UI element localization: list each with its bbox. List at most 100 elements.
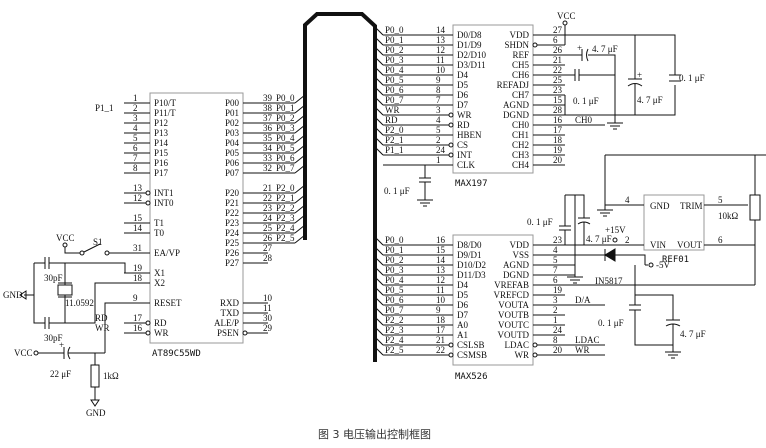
adc-net-label: CH0: [575, 115, 593, 125]
dac-pin-label: WR: [515, 350, 530, 360]
dac-bus-entry: [374, 276, 384, 286]
reset-cap-label: 22 μF: [50, 369, 71, 379]
dac-net-label: P0_1: [385, 245, 404, 255]
mcu-net-label: P0_1: [276, 103, 295, 113]
dac-net-label: WR: [575, 345, 590, 355]
adc-bus-entry: [374, 46, 384, 56]
mcu-bus-entry: [294, 204, 306, 214]
clock-vcc-label: VCC: [56, 233, 75, 243]
dac-pin-number: 8: [553, 335, 558, 345]
s1-switch-contact[interactable]: [104, 250, 110, 256]
adc-net-label: P0_0: [385, 25, 404, 35]
adc-pin-label: D1/D9: [457, 40, 482, 50]
mcu-net-label: P0_7: [276, 163, 295, 173]
s1-switch[interactable]: [83, 243, 101, 253]
adc-pin-label: D3/D11: [457, 60, 486, 70]
dac-vref-bulk-cap-label: 4. 7 μF: [680, 329, 706, 339]
mcu-name: AT89C55WD: [152, 349, 201, 359]
adc-pin-label: INT: [457, 150, 472, 160]
dac-pin-number: 15: [436, 245, 446, 255]
dac-pin-label: A1: [457, 330, 468, 340]
dac-net-label: P2_2: [385, 315, 404, 325]
clock-gnd-label: GND: [3, 290, 23, 300]
mcu-net-label: P2_5: [276, 233, 295, 243]
dac-pin-label: AGND: [503, 260, 529, 270]
adc-pin-number: 25: [553, 75, 563, 85]
adc-net-label: P0_7: [385, 95, 404, 105]
mcu-net-label: RD: [95, 313, 108, 323]
dac-pin-number: 21: [436, 335, 445, 345]
adc-net-label: P2_1: [385, 135, 404, 145]
mcu-pin-number: 15: [133, 213, 143, 223]
dac-pin-number: 17: [436, 325, 446, 335]
adc-chip-body: [452, 24, 534, 174]
adc-pin-number: 6: [553, 35, 558, 45]
mcu-pin-label: P10/T: [154, 98, 177, 108]
mcu-net-label: P0_3: [276, 123, 295, 133]
adc-bus-entry: [374, 36, 384, 46]
mcu-pin-label: P17: [154, 168, 169, 178]
dac-bus-entry: [374, 256, 384, 266]
mcu-pin-number: 34: [263, 143, 273, 153]
adc-pin-number: 10: [436, 65, 446, 75]
inverted-pin-icon: [145, 190, 151, 196]
mcu-pin-label: P12: [154, 118, 168, 128]
adc-pin-number: 5: [436, 125, 441, 135]
mcu-pin-label: P06: [225, 158, 240, 168]
adc-pin-number: 20: [553, 155, 563, 165]
mcu-pin-label: RD: [154, 318, 167, 328]
adc-pin-label: SHDN: [504, 40, 529, 50]
adc-pin-number: 12: [436, 45, 445, 55]
adc-pin-label: RD: [457, 120, 470, 130]
dac-net-label: P2_5: [385, 345, 404, 355]
mcu-pin-label: RXD: [220, 298, 240, 308]
adc-pin-number: 24: [436, 145, 446, 155]
adc-net-label: P0_4: [385, 65, 404, 75]
dac-pin-number: 16: [436, 235, 446, 245]
dac-pin-label: VSS: [512, 250, 529, 260]
mcu-pin-label: P04: [225, 138, 240, 148]
mcu-bus-entry: [294, 184, 306, 194]
inverted-pin-icon: [242, 330, 248, 336]
dac-net-label: P2_3: [385, 325, 404, 335]
inverted-pin-icon: [448, 152, 454, 158]
dac-pin-number: 22: [436, 345, 445, 355]
mcu-pin-label: P03: [225, 128, 240, 138]
adc-net-label: P0_6: [385, 85, 404, 95]
dac-pin-number: 1: [553, 315, 558, 325]
mcu-pin-label: P02: [225, 118, 239, 128]
mcu-bus-entry: [294, 114, 306, 124]
adc-pin-label: CH4: [512, 160, 530, 170]
adc-pin-number: 11: [436, 55, 445, 65]
mcu-pin-number: 35: [263, 133, 273, 143]
vcc-terminal: [562, 20, 568, 26]
mcu-pin-number: 2: [133, 103, 138, 113]
ref-pin-vin: VIN: [650, 240, 666, 250]
dac-net-label: P0_0: [385, 235, 404, 245]
dac-pin-label: D9/D1: [457, 250, 482, 260]
mcu-pin-number: 14: [133, 223, 143, 233]
s1-switch-contact[interactable]: [79, 250, 85, 256]
mcu-pin-number: 27: [263, 243, 273, 253]
vcc-terminal: [62, 242, 68, 248]
adc-pin-label: CH2: [512, 140, 529, 150]
mcu-pin-number: 17: [133, 313, 143, 323]
mcu-net-label: P0_4: [276, 133, 295, 143]
inverted-pin-icon: [448, 352, 454, 358]
dac-bus-entry: [374, 286, 384, 296]
mcu-pin-label: P01: [225, 108, 239, 118]
trim-resistor-label: 10kΩ: [718, 211, 739, 221]
inverted-pin-icon: [448, 342, 454, 348]
ref-pin-num-trim: 5: [718, 195, 723, 205]
mcu-pin-label: RESET: [154, 298, 182, 308]
dac-name: MAX526: [455, 372, 488, 382]
ref-pin-num-vout: 6: [718, 235, 723, 245]
mcu-pin-number: 10: [263, 293, 273, 303]
dac-pin-number: 10: [436, 295, 446, 305]
adc-bus-entry: [374, 106, 384, 116]
adc-bus-entry: [374, 56, 384, 66]
mcu-pin-label: P07: [225, 168, 240, 178]
diode-label: IN5817: [595, 276, 623, 286]
adc-net-label: P0_1: [385, 35, 404, 45]
